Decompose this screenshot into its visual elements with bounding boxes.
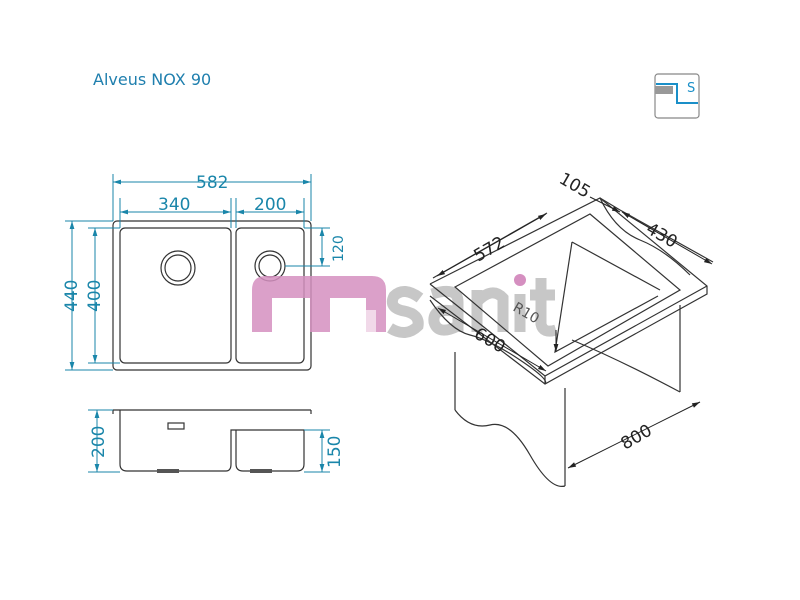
dim-440: 440 (62, 280, 82, 312)
isometric-view: 572 105 430 600 R10 800 (429, 169, 714, 487)
badge-letter: S (687, 81, 695, 96)
dim-side-200: 200 (89, 426, 109, 458)
left-drain-icon (160, 250, 196, 286)
side-view: 200 150 (88, 409, 345, 473)
dim-400: 400 (85, 280, 105, 312)
dim-582: 582 (196, 173, 228, 193)
undermount-s-icon: S (654, 73, 700, 119)
dim-120: 120 (331, 235, 347, 262)
dim-105: 105 (556, 169, 594, 203)
dim-800: 800 (618, 421, 656, 455)
dim-430: 430 (643, 219, 681, 253)
dim-200: 200 (254, 195, 286, 215)
dim-side-150: 150 (325, 436, 345, 468)
top-view: 582 340 200 440 400 120 (62, 173, 347, 371)
watermark-logo (252, 274, 558, 338)
dim-340: 340 (158, 195, 190, 215)
product-title: Alveus NOX 90 (93, 70, 212, 89)
